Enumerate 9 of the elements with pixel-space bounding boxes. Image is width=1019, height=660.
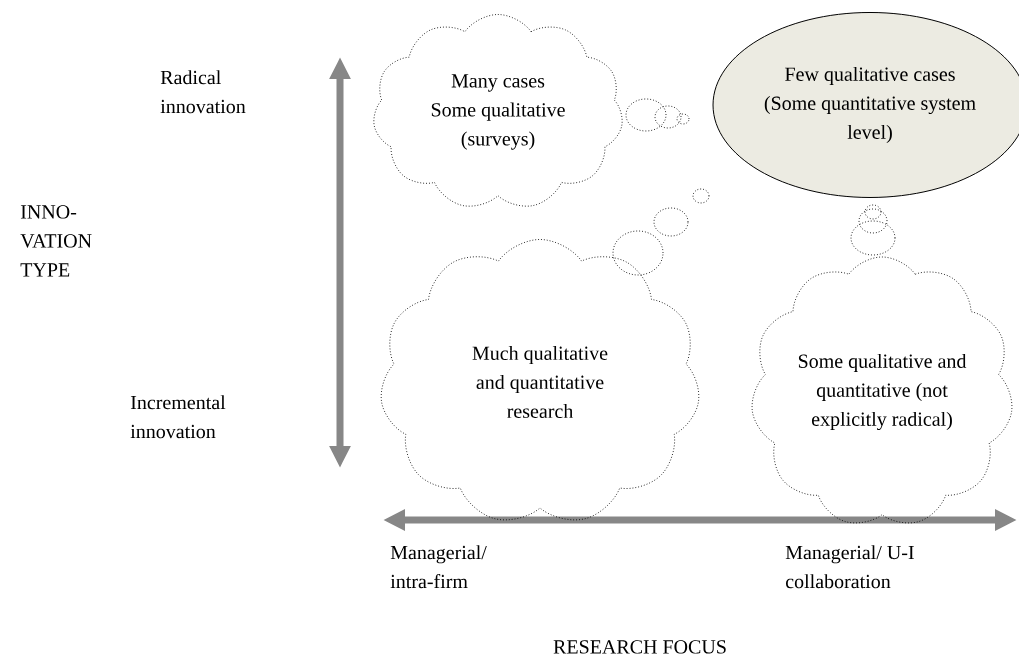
axis-label: Radical innovation: [160, 70, 246, 114]
thought-cloud: Much qualitative and quantitative research: [380, 239, 700, 521]
axis-label: Managerial/ intra-firm: [390, 545, 487, 589]
thought-cloud: Some qualitative and quantitative (not explicitly radical): [751, 256, 1013, 524]
thought-cloud: Many cases Some qualitative (surveys): [373, 14, 623, 207]
axis-label: Managerial/ U-I collaboration: [785, 545, 914, 589]
axis-label: INNO- VATION TYPE: [20, 205, 92, 277]
axis-label: RESEARCH FOCUS: [553, 640, 726, 654]
axis-label: Incremental innovation: [130, 395, 226, 439]
